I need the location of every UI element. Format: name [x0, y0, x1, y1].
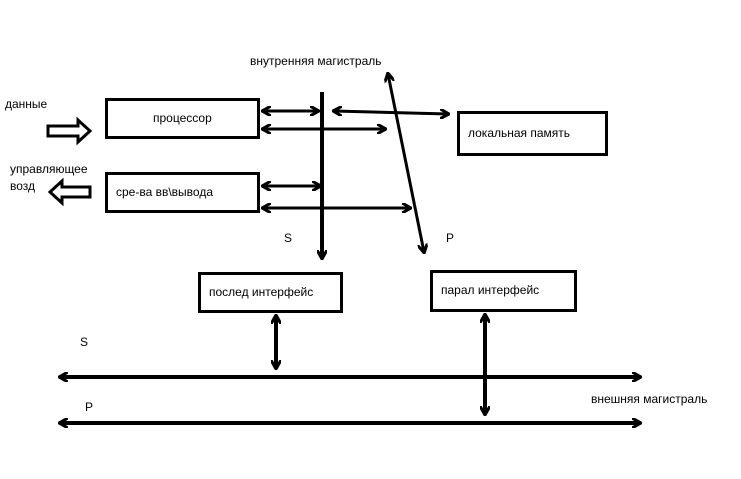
diagonal-bus-arrow [388, 74, 424, 252]
control-label-line1: управляющее [10, 162, 88, 176]
control-label-line2: возд [10, 179, 36, 193]
parallel-interface-label: парал интерфейс [441, 283, 540, 298]
local-memory-block: локальная память [457, 111, 608, 156]
io-block: сре-ва вв\вывода [105, 172, 260, 213]
serial-interface-block: послед интерфейс [198, 272, 343, 313]
parallel-interface-block: парал интерфейс [430, 270, 577, 312]
data-input-arrow [46, 116, 93, 146]
bus-memory-arrow [334, 111, 448, 114]
control-output-arrow [47, 177, 92, 207]
processor-block: процессор [105, 98, 260, 139]
s-label-internal: S [284, 231, 293, 245]
serial-interface-label: послед интерфейс [209, 284, 314, 299]
external-bus-label: внешняя магистраль [591, 392, 708, 406]
s-label-bus: S [80, 335, 89, 349]
data-label: данные [5, 97, 48, 111]
p-label-bus: P [85, 400, 94, 414]
processor-label: процессор [153, 110, 212, 125]
internal-bus-label: внутренняя магистраль [250, 54, 382, 68]
io-label: сре-ва вв\вывода [116, 184, 214, 199]
p-label-internal: P [446, 231, 455, 245]
local-memory-label: локальная память [468, 125, 571, 140]
